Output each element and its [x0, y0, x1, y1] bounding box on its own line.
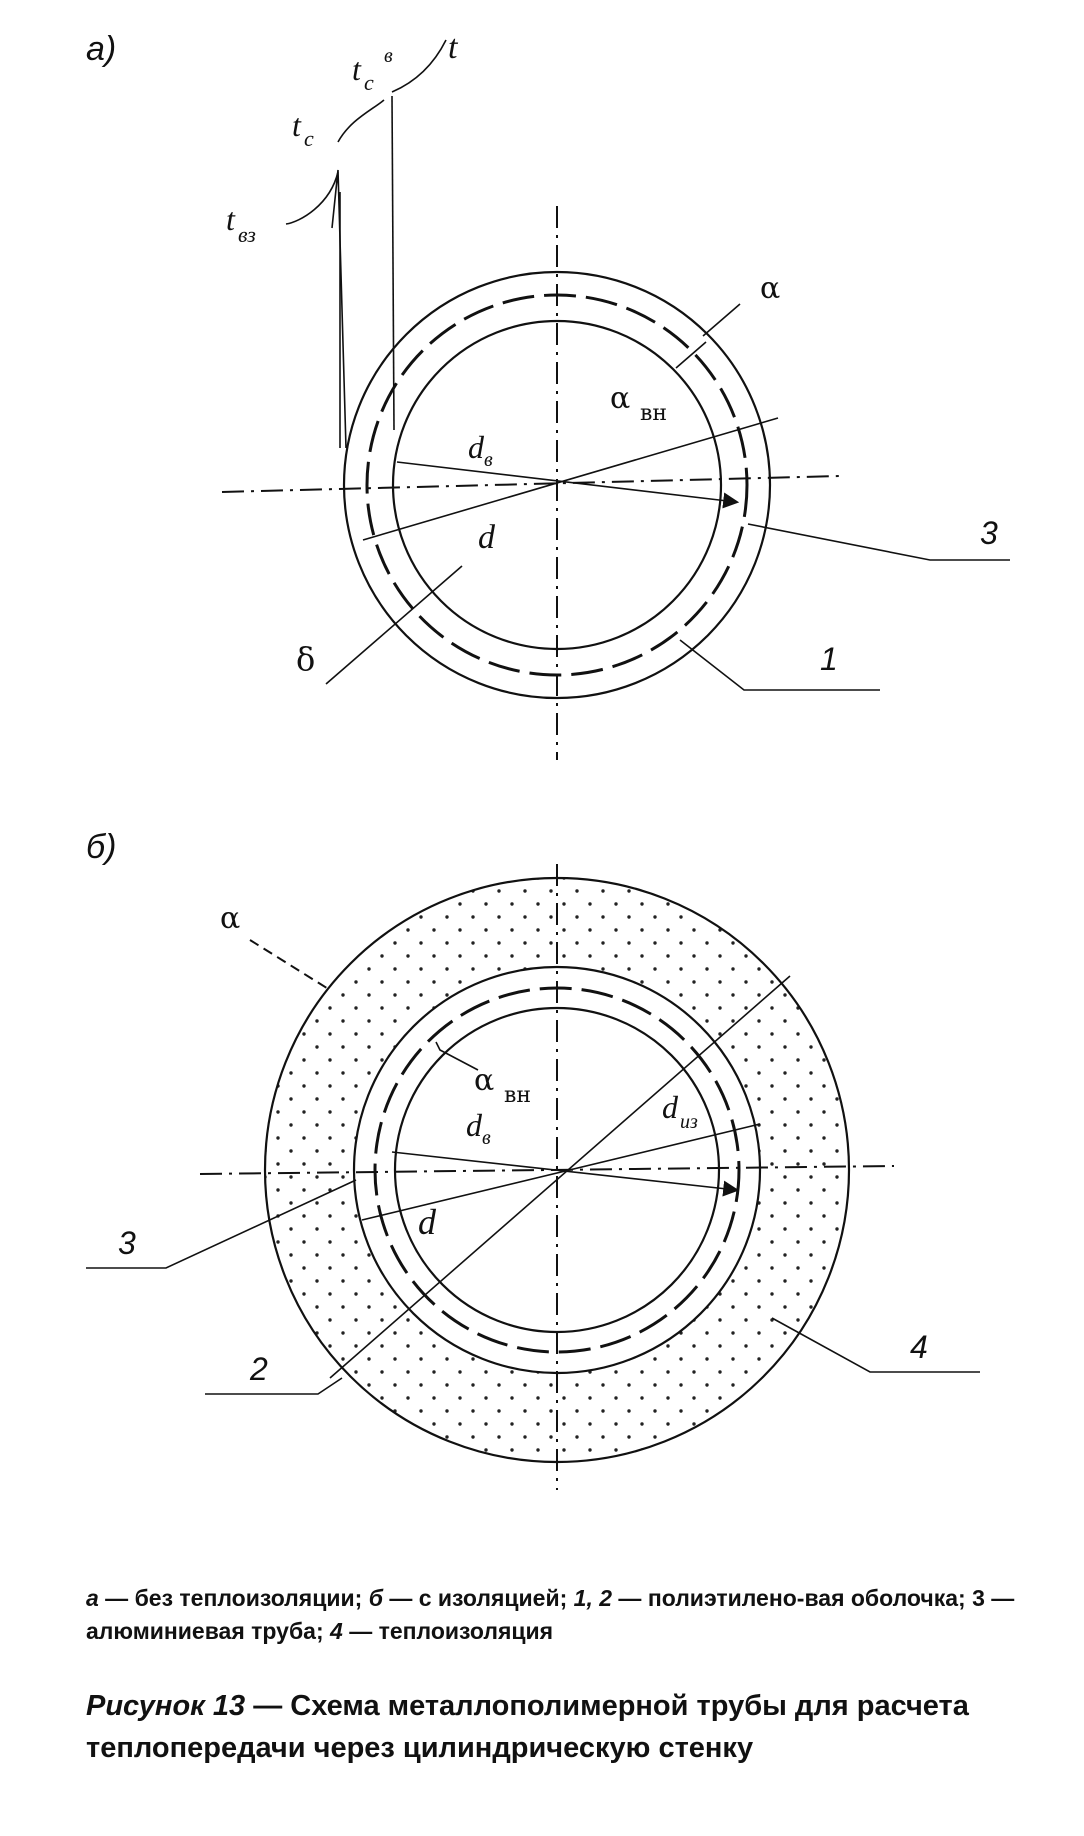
- panel-a-tc-b-sub: с: [364, 70, 374, 95]
- panel-a-tvz-leader: [285, 171, 339, 225]
- panel-b-number-3: 3: [118, 1225, 136, 1261]
- panel-a-delta-leader: [325, 565, 463, 685]
- panel-a-inner-circle: [391, 319, 723, 651]
- panel-b-diagram: б) α α вн d в d из d 3 2 4: [86, 828, 980, 1490]
- panel-a-tc-label: t: [292, 107, 302, 143]
- legend-text-a: — без теплоизоляции;: [98, 1585, 369, 1611]
- panel-a-alpha-vn-label: α: [610, 381, 630, 416]
- panel-a-d-v-diameter-line: [396, 461, 740, 509]
- panel-b-d-v-sub: в: [482, 1127, 491, 1149]
- legend-text-b: — с изоляцией;: [382, 1585, 574, 1611]
- panel-b-d-iz-label: d: [662, 1089, 679, 1125]
- panel-a-tvz-sub: вз: [238, 222, 256, 247]
- figure-caption-text: — Схема металлополимерной трубы для расч…: [86, 1690, 969, 1764]
- panel-a-d-v-sub: в: [484, 449, 493, 471]
- legend-key-a: а: [86, 1585, 99, 1611]
- panel-a-tc-b-label: t: [352, 51, 362, 87]
- panel-a-tc-b-vertical: [391, 95, 395, 431]
- panel-b-number-4: 4: [910, 1329, 928, 1365]
- panel-a-d-v-label: d: [468, 429, 485, 465]
- figure-number: Рисунок 13: [86, 1690, 246, 1722]
- legend-key-1-2: 1, 2: [573, 1585, 613, 1611]
- panel-b-number-2: 2: [249, 1351, 268, 1387]
- panel-b-d-v-label: d: [466, 1107, 483, 1143]
- panel-b-d-outer-diameter-line: [329, 975, 791, 1379]
- panel-a-label: а): [86, 30, 116, 68]
- legend-text-1-2-3: — полиэтилено-вая оболочка; 3 — алюминие…: [86, 1585, 1015, 1644]
- panel-a-tc-b-sup: в: [384, 45, 393, 67]
- panel-a-t-leader: [391, 39, 447, 93]
- panel-a-number-3: 3: [980, 515, 998, 551]
- panel-a-alpha-label: α: [760, 271, 780, 306]
- panel-a-leader-1: [679, 639, 880, 691]
- panel-a-aluminium-tube-dashed-circle: [365, 293, 749, 677]
- panel-a-temperature-profile: [331, 169, 347, 449]
- panel-a-horizontal-axis: [221, 475, 841, 493]
- panel-b-leader-3: [86, 1179, 357, 1269]
- panel-b-leader-4: [771, 1317, 980, 1373]
- figure-caption: Рисунок 13 — Схема металлополимерной тру…: [86, 1685, 1016, 1769]
- panel-b-alpha-vn-label: α: [474, 1063, 494, 1098]
- panel-b-leader-2: [205, 1377, 343, 1395]
- panel-b-d-label: d: [418, 1202, 437, 1242]
- panel-a-d-label: d: [478, 519, 496, 556]
- panel-a-d-diameter-line: [362, 417, 779, 541]
- panel-a-tc-leader: [337, 99, 385, 143]
- panel-a-alpha-leader: [702, 303, 741, 337]
- panel-a-number-1: 1: [820, 641, 838, 677]
- panel-b-alpha-vn-leader: [435, 1041, 479, 1071]
- panel-a-alpha-vn-sub: вн: [640, 401, 667, 426]
- panel-a-leader-3: [747, 523, 1010, 561]
- legend-key-4: 4: [330, 1618, 343, 1644]
- panel-b-label: б): [86, 828, 116, 866]
- legend-key-b: б: [368, 1585, 383, 1611]
- panel-a-t-label: t: [448, 29, 459, 66]
- panel-a-alpha-vn-leader: [675, 341, 707, 369]
- panel-a-delta-label: δ: [296, 640, 315, 678]
- legend-text-4: — теплоизоляция: [342, 1618, 554, 1644]
- panel-b-d-iz-sub: из: [680, 1111, 698, 1133]
- panel-a-diagram: а) t t с в t с t вз: [86, 29, 1010, 760]
- panel-b-alpha-leader: [249, 939, 331, 991]
- panel-b-d-iz-diameter-line: [361, 1123, 761, 1221]
- figure-legend: а — без теплоизоляции; б — с изоляцией; …: [86, 1582, 1016, 1648]
- panel-b-alpha-vn-sub: вн: [504, 1083, 531, 1108]
- panel-a-outer-sheath-circle: [342, 270, 772, 700]
- panel-a-tvz-label: t: [226, 201, 236, 237]
- panel-b-alpha-label: α: [220, 901, 240, 936]
- panel-a-tc-sub: с: [304, 126, 314, 151]
